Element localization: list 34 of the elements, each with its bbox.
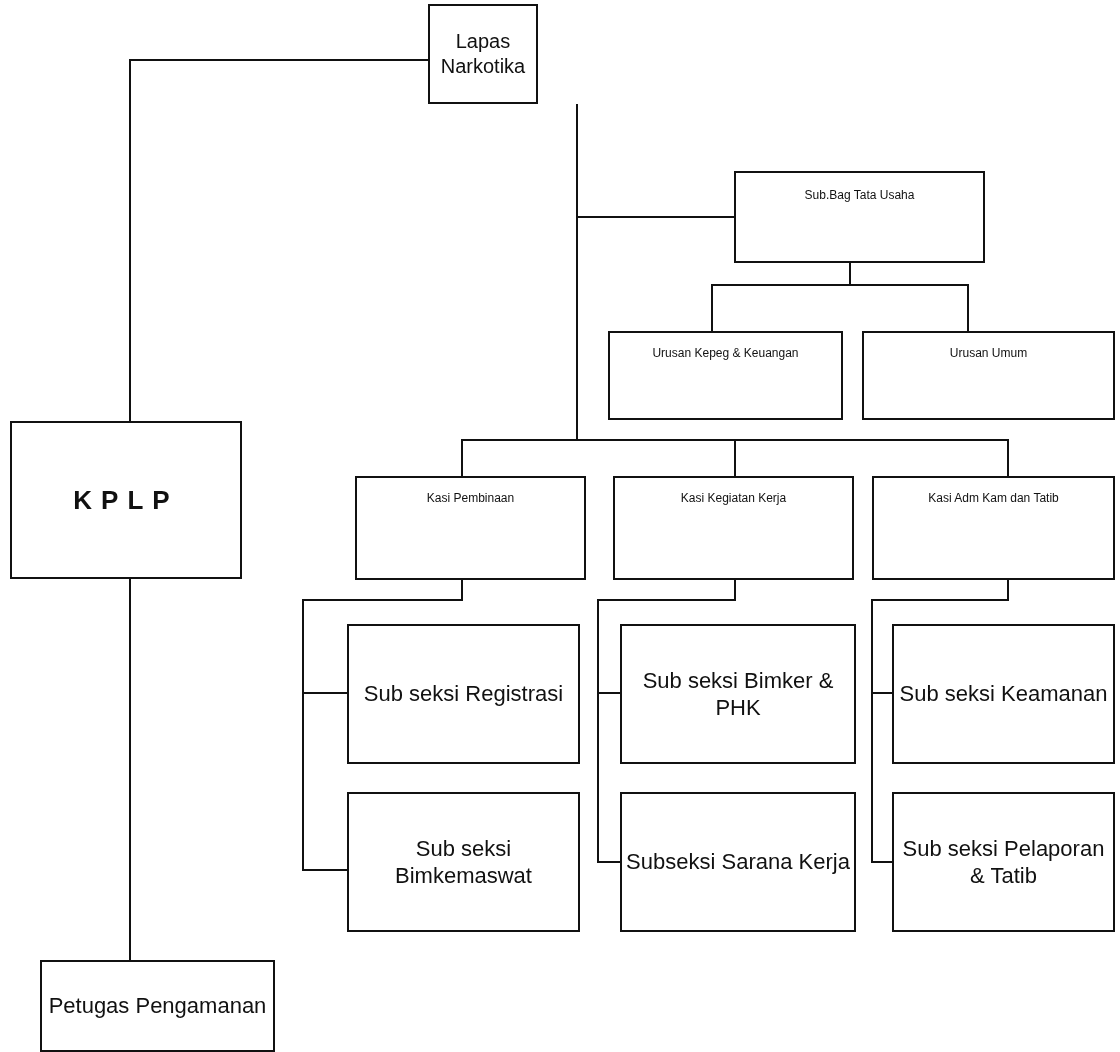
unit-title: Kasi Kegiatan Kerja [680,490,787,507]
header-box [428,4,538,104]
unit-box [892,792,1115,932]
unit-box [862,331,1115,420]
unit-title: Sub seksi Pelaporan & Tatib [901,834,1106,890]
unit-box [608,331,843,420]
unit-box [40,960,275,1052]
unit-box [355,476,586,580]
unit-title: Kasi Pembinaan [426,490,515,507]
unit-title: Sub seksi Bimker & PHK [641,666,835,722]
unit-box [347,624,580,764]
connector-line [849,262,969,332]
connector-line [129,578,131,961]
unit-box [10,421,242,579]
unit-title: Sub seksi Keamanan [899,680,1108,708]
unit-title: Subseksi Sarana Kerja [626,848,850,876]
unit-box [613,476,854,580]
unit-title: Sub.Bag Tata Usaha [804,187,915,204]
connector-line [576,103,1009,477]
unit-title: Petugas Pengamanan [48,992,267,1020]
unit-box [892,624,1115,764]
unit-title: Sub seksi Registrasi [363,680,564,708]
unit-box [872,476,1115,580]
unit-box [620,792,856,932]
unit-title: Sub seksi Bimkemaswat [394,834,533,890]
unit-title: KPLP [73,484,179,516]
unit-box [734,171,985,263]
connector-line [129,59,429,422]
unit-title: Urusan Kepeg & Keuangan [652,345,799,362]
unit-box [347,792,580,932]
unit-title: Lapas Narkotika [439,29,527,79]
unit-box [620,624,856,764]
unit-title: Urusan Umum [949,345,1028,362]
unit-title: Kasi Adm Kam dan Tatib [928,490,1059,507]
